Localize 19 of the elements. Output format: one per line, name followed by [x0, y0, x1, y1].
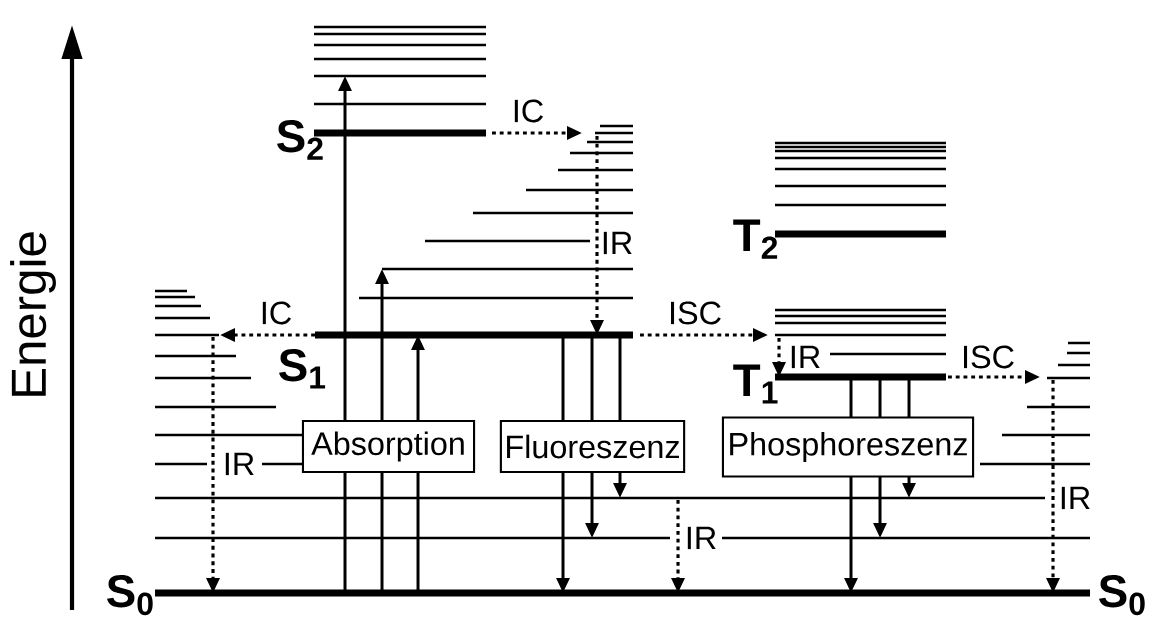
state-label: S$_{2}$	[277, 120, 323, 160]
process-box: Fluoreszenz	[499, 419, 686, 474]
transition-label: ISC	[671, 301, 721, 325]
transition-label: IR	[687, 526, 716, 550]
transition-label: IR	[603, 231, 632, 255]
state-label: S$_{0}$	[107, 575, 153, 616]
state-label: T$_{2}$	[733, 219, 778, 259]
transition-label: IR	[225, 452, 254, 476]
process-box: Absorption	[301, 419, 476, 474]
transition-label: IR	[1061, 486, 1090, 510]
transition-label: IC	[514, 99, 543, 123]
transition-label: IR	[791, 345, 820, 369]
state-label: S$_{0}$	[1099, 575, 1145, 616]
transition-label: ISC	[964, 345, 1014, 369]
process-box: Phosphoreszenz	[721, 416, 975, 478]
transition-label: IC	[262, 301, 291, 325]
state-label: S$_{1}$	[279, 349, 326, 389]
axis-label: Energie	[10, 232, 56, 396]
state-label: T$_{1}$	[733, 364, 778, 404]
